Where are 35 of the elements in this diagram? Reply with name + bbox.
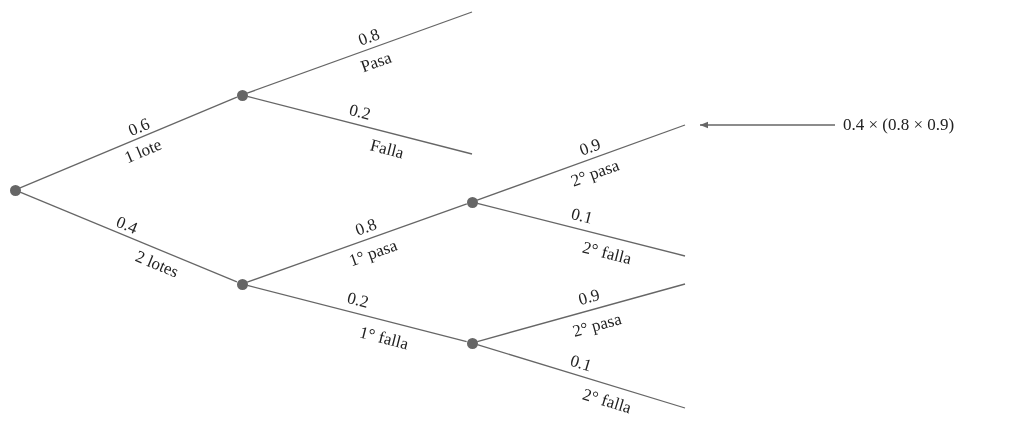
outcome-label: 2° falla [580,239,633,268]
tree-node-dot [236,89,248,101]
branch-line [246,203,468,283]
branch-line [19,191,238,283]
branch-line [246,95,473,155]
probability-label: 0.4 [114,213,141,237]
result-formula: 0.4 × (0.8 × 0.9) [843,116,955,133]
probability-label: 0.8 [353,215,380,239]
outcome-label: 2° pasa [570,310,624,341]
outcome-label: 1° falla [357,323,410,352]
probability-label: 0.2 [348,100,373,123]
arrow [699,121,836,129]
outcome-label: 1° pasa [346,236,399,270]
probability-label: 0.9 [576,286,602,309]
outcome-label: Falla [368,136,406,162]
branch-line [476,283,686,343]
probability-label: 0.8 [356,25,383,49]
probability-label: 0.1 [568,352,594,375]
outcome-label: Pasa [358,49,394,76]
outcome-label: 2° falla [581,385,634,417]
probability-label: 0.9 [577,135,604,159]
branch-line [476,202,686,257]
tree-node-dot [466,337,478,349]
branch-line [476,124,686,201]
branch-line [246,11,473,94]
tree-node-dot [9,184,21,196]
tree-node-dot [236,278,248,290]
probability-label: 0.1 [569,205,594,228]
branch-line [476,343,686,409]
branch-line [19,96,238,189]
tree-node-dot [466,196,478,208]
probability-label: 0.2 [345,289,371,311]
outcome-label: 2 lotes [133,247,182,280]
outcome-label: 2° pasa [569,156,622,190]
branch-line [246,284,468,343]
